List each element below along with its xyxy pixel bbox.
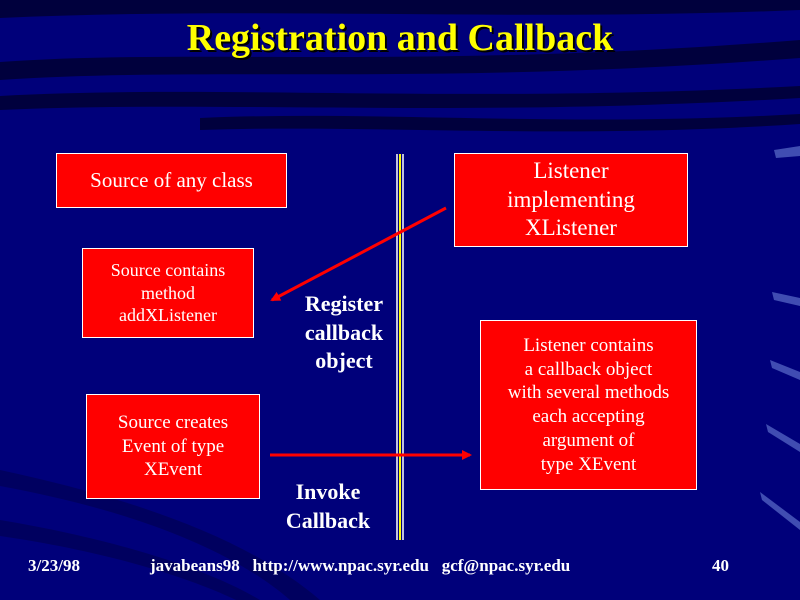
footer-info: javabeans98 http://www.npac.syr.edu gcf@… — [150, 556, 571, 575]
source-contains-method-box: Source contains method addXListener — [82, 248, 254, 338]
slide-title: Registration and Callback — [186, 17, 614, 59]
listener-contains-callback-box: Listener contains a callback object with… — [480, 320, 697, 490]
listener-implementing-box: Listener implementing XListener — [454, 153, 688, 247]
source-of-any-class-box: Source of any class — [56, 153, 287, 208]
source-creates-event-box: Source creates Event of type XEvent — [86, 394, 260, 499]
invoke-callback-label: Invoke Callback — [285, 479, 371, 533]
footer-page-number: 40 — [712, 556, 729, 575]
register-callback-label: Register callback object — [304, 291, 384, 374]
footer-date: 3/23/98 — [28, 556, 80, 575]
